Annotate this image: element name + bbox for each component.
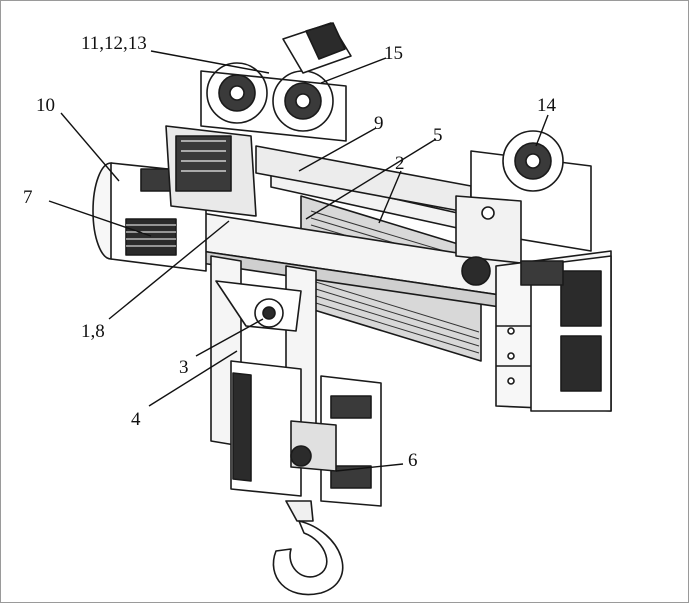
travel-motor [282,22,352,74]
hook-block [230,360,382,507]
callout-3: 3 [179,357,189,378]
leader-c-2 [378,170,402,224]
callout-1-8: 1,8 [81,321,105,342]
leader-c-9 [298,127,377,172]
callout-5: 5 [433,125,443,146]
trolley-wheels-right [455,130,592,286]
callout-14: 14 [537,95,557,116]
leader-c-14 [535,114,549,147]
leader-c-3 [195,318,264,357]
leader-c-7 [48,200,152,237]
hoist-body [92,22,612,596]
leader-c-4 [148,350,238,407]
leader-lines [48,50,549,472]
trolley-wheels-left [200,62,347,142]
leader-c-15 [320,57,387,84]
callout-7: 7 [23,187,33,208]
leader-c-1-8 [108,220,230,320]
control-box [495,250,612,412]
callout-4: 4 [131,409,141,430]
gearbox [165,125,257,217]
leader-c-5 [305,138,437,220]
leader-c-10 [60,112,120,182]
leader-c-6 [335,463,404,472]
callout-15: 15 [384,43,403,64]
callout-labels: 11,12,13 15 10 9 5 14 2 7 1,8 3 4 6 [23,33,557,471]
callout-9: 9 [374,113,384,134]
callout-11-12-13: 11,12,13 [81,33,147,54]
callout-6: 6 [408,450,418,471]
callout-10: 10 [36,95,55,116]
leader-c-11-12-13 [150,50,270,74]
callout-2: 2 [395,153,405,174]
lifting-hook [272,500,344,596]
